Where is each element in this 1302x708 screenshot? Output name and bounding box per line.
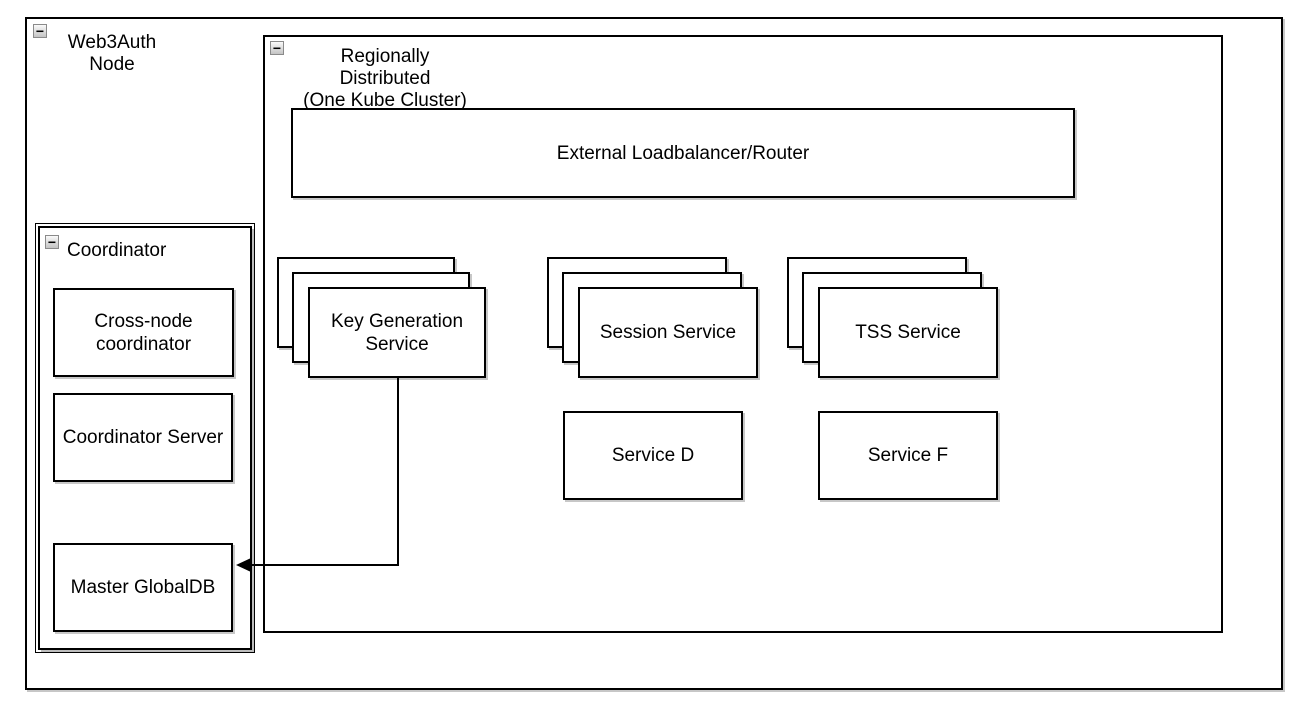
node-master-globaldb[interactable]: Master GlobalDB <box>53 543 233 632</box>
master-globaldb-label: Master GlobalDB <box>70 577 216 598</box>
node-coordinator-server[interactable]: Coordinator Server <box>53 393 233 482</box>
service-d-label: Service D <box>611 445 695 466</box>
node-service-f[interactable]: Service F <box>818 411 998 500</box>
coordinator-title: Coordinator <box>67 240 167 261</box>
node-external-loadbalancer[interactable]: External Loadbalancer/Router <box>291 108 1075 198</box>
web3auth-node-title: Web3Auth Node <box>67 32 157 75</box>
coordinator-collapse-icon[interactable]: − <box>45 235 59 249</box>
web3auth-collapse-icon[interactable]: − <box>33 24 47 38</box>
cross-node-coordinator-label: Cross-node coordinator <box>94 310 193 355</box>
session-service-label: Session Service <box>599 322 737 343</box>
node-session-service[interactable]: Session Service <box>578 287 758 378</box>
node-service-d[interactable]: Service D <box>563 411 743 500</box>
service-f-label: Service F <box>867 445 949 466</box>
external-loadbalancer-label: External Loadbalancer/Router <box>556 142 810 164</box>
node-key-generation-service[interactable]: Key Generation Service <box>308 287 486 378</box>
regionally-distributed-collapse-icon[interactable]: − <box>270 41 284 55</box>
key-generation-service-label: Key Generation Service <box>330 310 464 355</box>
tss-service-label: TSS Service <box>855 322 961 343</box>
node-tss-service[interactable]: TSS Service <box>818 287 998 378</box>
regionally-distributed-title: Regionally Distributed (One Kube Cluster… <box>303 46 467 111</box>
coordinator-server-label: Coordinator Server <box>62 427 224 448</box>
node-cross-node-coordinator[interactable]: Cross-node coordinator <box>53 288 234 377</box>
